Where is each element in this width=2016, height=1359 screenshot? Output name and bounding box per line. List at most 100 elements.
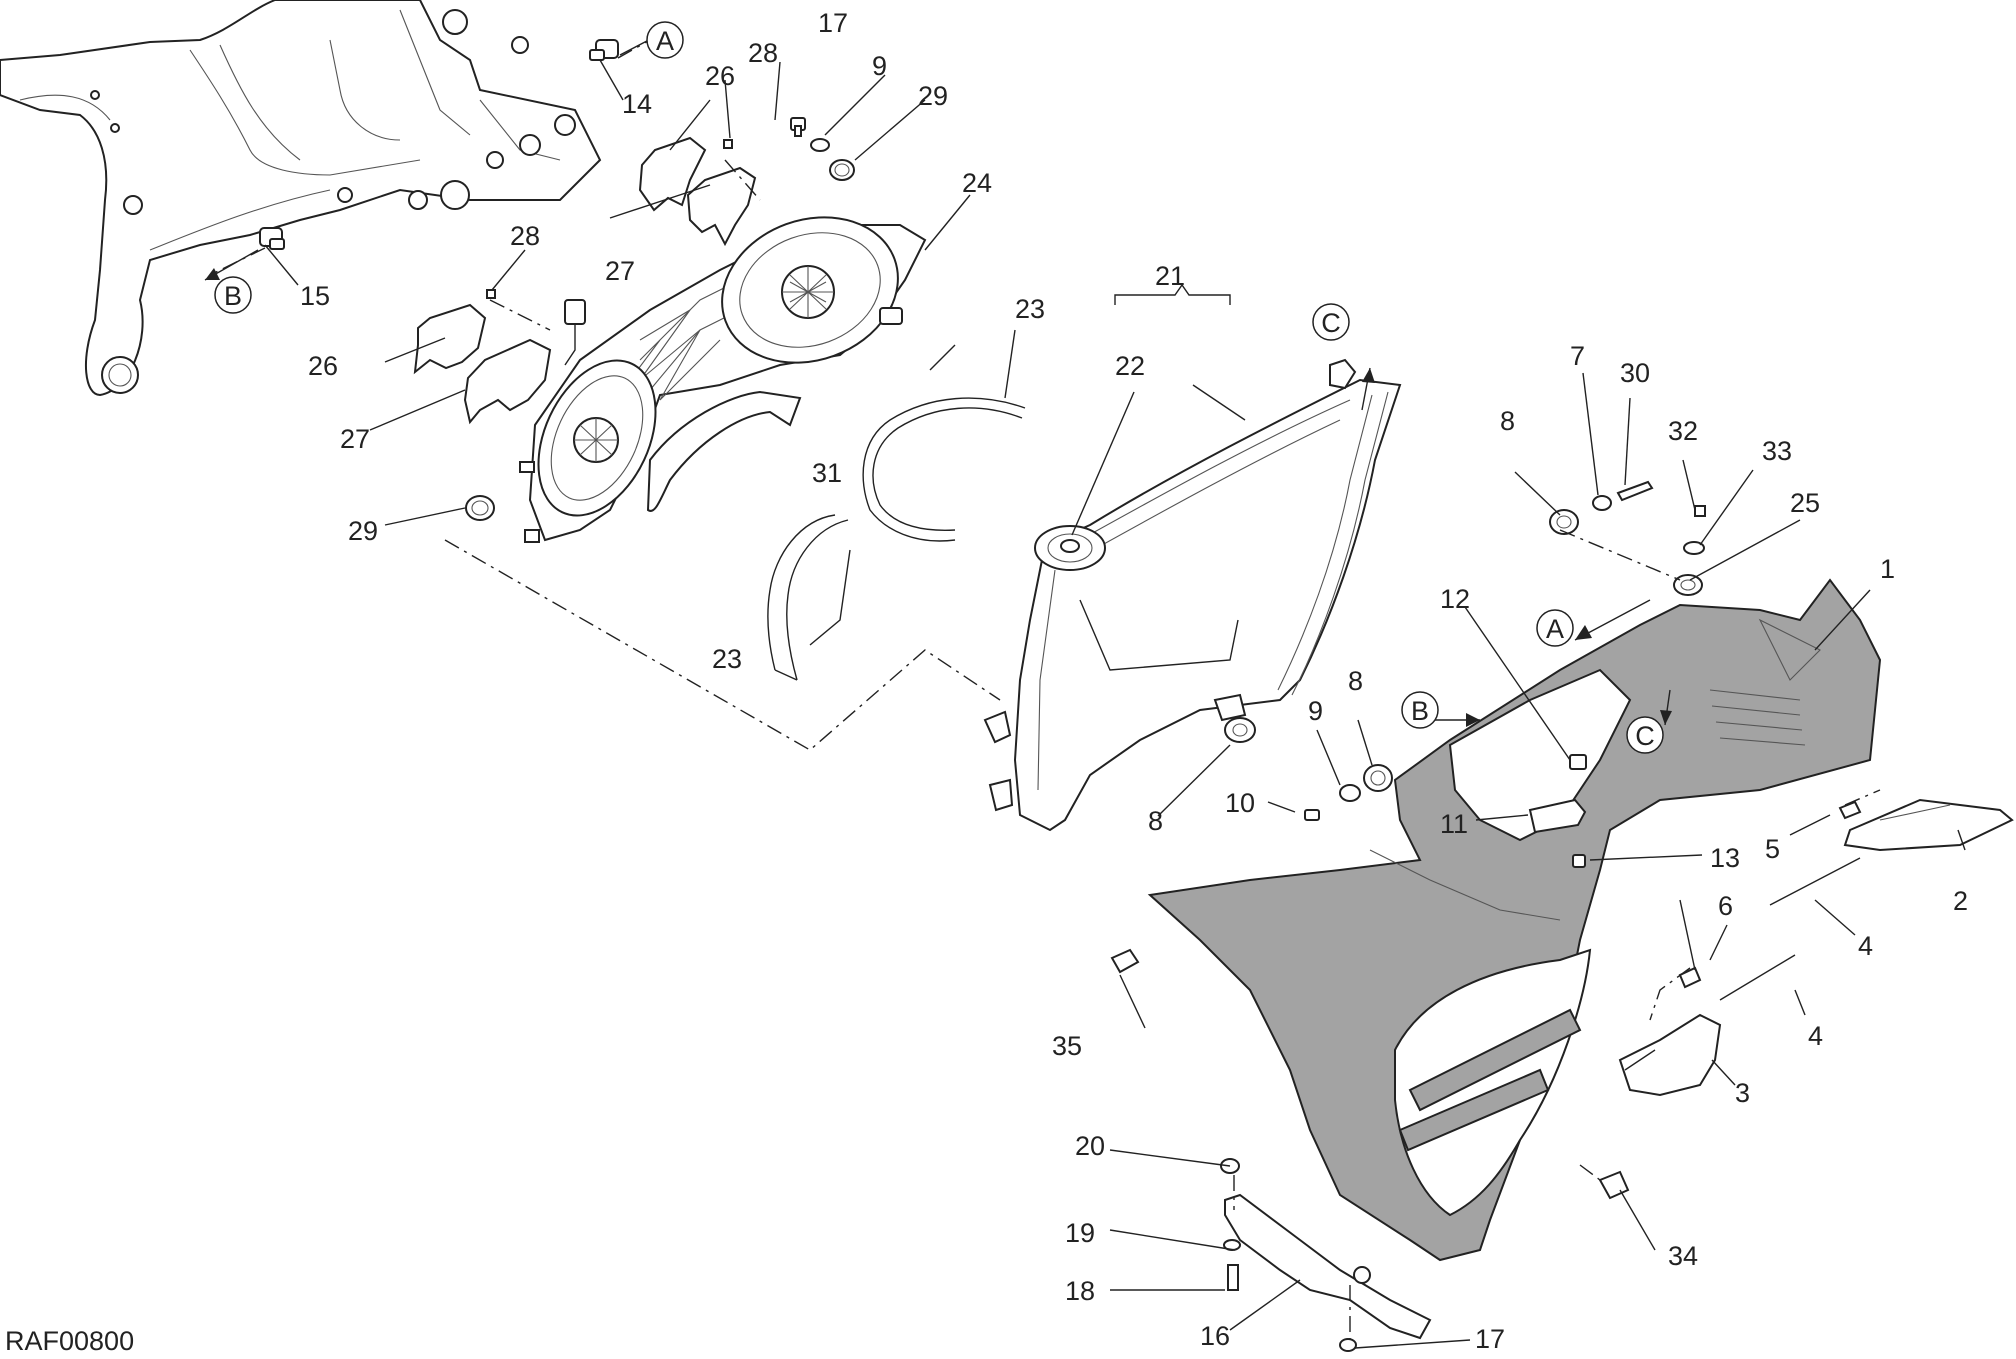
seal-31 bbox=[646, 390, 802, 512]
rod-4-upper bbox=[1769, 857, 1861, 906]
callout-12: 12 bbox=[1440, 584, 1470, 614]
washer-33 bbox=[1683, 541, 1705, 555]
callout-22: 22 bbox=[1115, 351, 1145, 381]
callout-33: 33 bbox=[1762, 436, 1792, 466]
callout-labels: 1 2 3 4 4 5 6 7 8 8 8 9 9 10 11 12 13 14… bbox=[300, 8, 1968, 1354]
seal-23-upper bbox=[862, 397, 1026, 542]
callout-15: 15 bbox=[300, 281, 330, 311]
callout-25: 25 bbox=[1790, 488, 1820, 518]
ref-label-C2: C bbox=[1635, 721, 1655, 751]
grommet-29-left bbox=[465, 495, 495, 521]
washer-7 bbox=[1592, 495, 1612, 511]
leader-lines bbox=[204, 29, 1966, 1349]
screw-28-upper bbox=[723, 139, 733, 149]
washer-9-side bbox=[1339, 784, 1361, 802]
callout-26-upper: 26 bbox=[705, 61, 735, 91]
callout-23-lower: 23 bbox=[712, 644, 742, 674]
callout-8-side: 8 bbox=[1348, 666, 1363, 696]
fastener-15 bbox=[259, 227, 285, 250]
bracket-12 bbox=[1569, 754, 1587, 770]
callout-11: 11 bbox=[1440, 809, 1468, 839]
ref-circle-A2 bbox=[1536, 609, 1574, 647]
callout-4-upper: 4 bbox=[1858, 931, 1873, 961]
seal-23-lower bbox=[767, 514, 849, 681]
callout-13: 13 bbox=[1710, 843, 1740, 873]
ref-label-A2: A bbox=[1546, 614, 1564, 644]
screw-10 bbox=[1304, 809, 1320, 821]
rubber-mount-8-radiator bbox=[1224, 717, 1256, 743]
callout-3: 3 bbox=[1735, 1078, 1750, 1108]
cooling-fan-assembly bbox=[519, 216, 927, 543]
bracket-11 bbox=[1528, 798, 1587, 834]
rubber-mount-8-side bbox=[1363, 764, 1393, 792]
shroud-26-left bbox=[413, 303, 487, 375]
callout-19: 19 bbox=[1065, 1218, 1095, 1248]
ref-label-C1: C bbox=[1321, 308, 1341, 338]
screw-32 bbox=[1694, 505, 1706, 517]
callout-2: 2 bbox=[1953, 886, 1968, 916]
callout-8-upper: 8 bbox=[1500, 406, 1515, 436]
reference-markers: A B C A B C bbox=[214, 21, 1664, 754]
grommet-25 bbox=[1673, 574, 1703, 596]
washer-9-top bbox=[810, 138, 830, 152]
ref-circle-A1 bbox=[646, 21, 684, 59]
clip-35 bbox=[1110, 948, 1140, 974]
callout-30: 30 bbox=[1620, 358, 1650, 388]
callout-8-radiator: 8 bbox=[1148, 806, 1163, 836]
bracket-3 bbox=[1618, 1013, 1722, 1097]
callout-27-left: 27 bbox=[340, 424, 370, 454]
callout-9-top: 9 bbox=[872, 51, 887, 81]
ref-label-A1: A bbox=[656, 26, 674, 56]
grommet-29-top bbox=[829, 159, 855, 181]
rod-4-lower bbox=[1719, 954, 1796, 1001]
frame-drawing bbox=[0, 0, 602, 397]
clip-34 bbox=[1598, 1170, 1630, 1200]
callout-31: 31 bbox=[812, 458, 842, 488]
callout-18: 18 bbox=[1065, 1276, 1095, 1306]
callout-34: 34 bbox=[1668, 1241, 1698, 1271]
callout-26-left: 26 bbox=[308, 351, 338, 381]
callout-27-upper: 27 bbox=[605, 256, 635, 286]
ref-label-B2: B bbox=[1411, 696, 1429, 726]
callout-35: 35 bbox=[1052, 1031, 1082, 1061]
callout-20: 20 bbox=[1075, 1131, 1105, 1161]
rubber-mount-8-upper bbox=[1549, 509, 1579, 535]
callout-32: 32 bbox=[1668, 416, 1698, 446]
ref-label-B1: B bbox=[224, 281, 242, 311]
shroud-27-upper bbox=[686, 166, 757, 247]
callout-28-upper: 28 bbox=[748, 38, 778, 68]
side-fairing bbox=[1147, 578, 1882, 1262]
callout-14: 14 bbox=[622, 89, 652, 119]
ref-circle-C1 bbox=[1312, 303, 1350, 341]
bolt-30 bbox=[1616, 480, 1654, 502]
screw-17-bottom bbox=[1339, 1338, 1357, 1352]
callout-23-upper: 23 bbox=[1015, 294, 1045, 324]
callout-29-top: 29 bbox=[918, 81, 948, 111]
ref-circle-B2 bbox=[1401, 691, 1439, 729]
screw-13 bbox=[1572, 854, 1586, 868]
callout-4-lower: 4 bbox=[1808, 1021, 1823, 1051]
ref-circle-B1 bbox=[214, 276, 252, 314]
fastener-14 bbox=[589, 39, 619, 61]
bracket-16 bbox=[1224, 1193, 1432, 1340]
screw-18 bbox=[1227, 1264, 1239, 1291]
callout-17-bottom: 17 bbox=[1475, 1324, 1505, 1354]
callout-28-left: 28 bbox=[510, 221, 540, 251]
shroud-27-left bbox=[463, 338, 552, 425]
screw-17-top bbox=[790, 117, 806, 137]
callout-17-top: 17 bbox=[818, 8, 848, 38]
drawing-code: RAF00800 bbox=[5, 1326, 134, 1356]
screw-5 bbox=[1838, 800, 1862, 820]
callout-1: 1 bbox=[1880, 554, 1895, 584]
bracket-2 bbox=[1843, 798, 2014, 852]
radiator bbox=[983, 358, 1402, 832]
ref-circle-C2 bbox=[1626, 716, 1664, 754]
callout-7: 7 bbox=[1570, 341, 1585, 371]
callout-29-left: 29 bbox=[348, 516, 378, 546]
callout-24: 24 bbox=[962, 168, 992, 198]
callout-5: 5 bbox=[1765, 834, 1780, 864]
callout-21: 21 bbox=[1155, 261, 1185, 291]
screw-28-left bbox=[486, 289, 496, 299]
screw-6 bbox=[1678, 966, 1702, 989]
